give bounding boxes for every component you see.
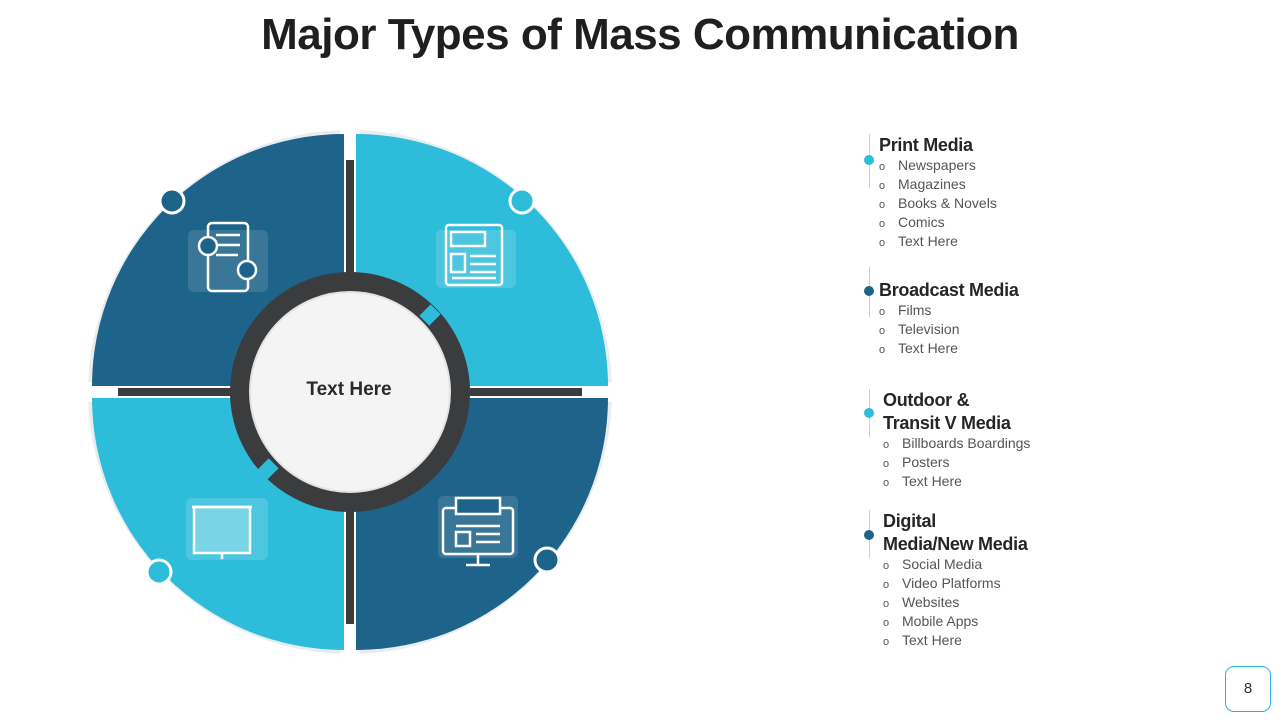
center-label: Text Here <box>306 379 392 400</box>
newspaper-icon <box>436 223 516 288</box>
bullet-dot <box>864 155 874 165</box>
category-title: Digital Media/New Media <box>883 511 1028 554</box>
category-title: Print Media <box>879 135 973 155</box>
bullet-dot <box>864 286 874 296</box>
bullet-dot <box>864 408 874 418</box>
news-monitor-icon <box>438 496 518 567</box>
billboard-icon <box>186 498 268 560</box>
page-number: 8 <box>1225 666 1271 712</box>
category-title: Outdoor & Transit V Media <box>883 390 1011 433</box>
category-title: Broadcast Media <box>879 280 1019 300</box>
wheel-diagram <box>88 130 612 654</box>
bullet-dot <box>864 530 874 540</box>
slide-title: Major Types of Mass Communication <box>261 10 1019 59</box>
mobile-chat-icon <box>188 221 268 293</box>
